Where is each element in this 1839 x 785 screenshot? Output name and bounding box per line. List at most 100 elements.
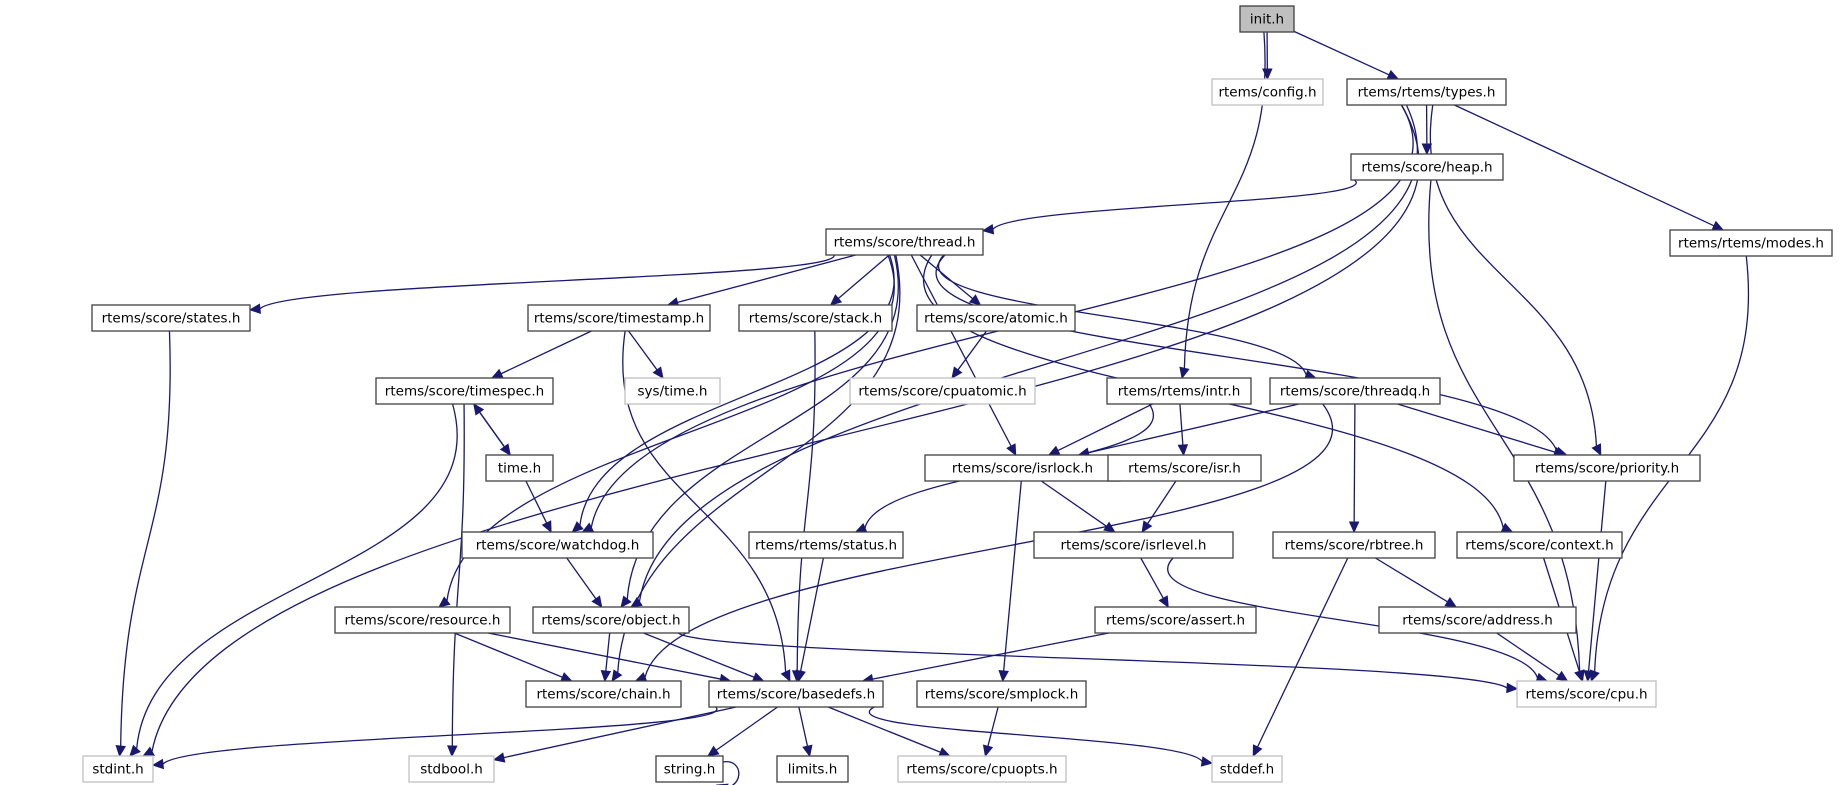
- node-systime[interactable]: sys/time.h: [624, 377, 721, 405]
- node-box: [1516, 680, 1657, 708]
- edge-line: [1140, 557, 1164, 599]
- node-label: init.h: [1250, 12, 1284, 28]
- node-isrlock[interactable]: rtems/score/isrlock.h: [924, 454, 1121, 482]
- node-time[interactable]: time.h: [485, 454, 554, 482]
- node-context[interactable]: rtems/score/context.h: [1456, 531, 1623, 559]
- arrowhead: [1506, 682, 1519, 694]
- edge-line: [451, 403, 465, 747]
- node-isr[interactable]: rtems/score/isr.h: [1107, 454, 1262, 482]
- node-init[interactable]: init.h: [1239, 5, 1295, 33]
- arrowhead: [600, 670, 612, 683]
- arrowhead: [1158, 595, 1169, 609]
- arrowhead: [1574, 669, 1585, 683]
- edge-line: [1167, 557, 1539, 679]
- node-timestamp[interactable]: rtems/score/timestamp.h: [527, 304, 711, 332]
- node-assert[interactable]: rtems/score/assert.h: [1094, 606, 1257, 634]
- node-stdint[interactable]: stdint.h: [82, 755, 154, 783]
- edge-line: [500, 330, 592, 375]
- edge-line: [957, 330, 987, 371]
- edge-thread-to-watchdog: [571, 254, 895, 533]
- arrowhead: [620, 595, 632, 608]
- node-box: [1107, 454, 1262, 482]
- node-watchdog[interactable]: rtems/score/watchdog.h: [461, 531, 654, 559]
- node-box: [334, 606, 511, 634]
- node-resource[interactable]: rtems/score/resource.h: [334, 606, 511, 634]
- node-label: rtems/rtems/types.h: [1358, 85, 1496, 101]
- node-box: [624, 377, 721, 405]
- arrowhead: [780, 669, 791, 683]
- node-isrlevel[interactable]: rtems/score/isrlevel.h: [1033, 531, 1234, 559]
- edge-line: [162, 703, 718, 765]
- node-box: [1269, 377, 1441, 405]
- node-stddef[interactable]: stddef.h: [1211, 755, 1283, 783]
- node-stdbool[interactable]: stdbool.h: [408, 755, 495, 783]
- node-label: rtems/score/stack.h: [749, 311, 882, 327]
- node-states[interactable]: rtems/score/states.h: [91, 304, 251, 332]
- edge-line: [1496, 632, 1560, 676]
- node-label: rtems/score/basedefs.h: [717, 687, 875, 703]
- node-priority[interactable]: rtems/score/priority.h: [1513, 454, 1701, 482]
- arrowhead: [1421, 143, 1433, 156]
- node-box: [525, 680, 682, 708]
- node-types[interactable]: rtems/rtems/types.h: [1346, 78, 1507, 106]
- node-box: [375, 377, 554, 405]
- node-heap[interactable]: rtems/score/heap.h: [1350, 153, 1504, 181]
- node-box: [748, 531, 904, 559]
- node-basedefs[interactable]: rtems/score/basedefs.h: [708, 680, 884, 708]
- node-stack[interactable]: rtems/score/stack.h: [738, 304, 893, 332]
- node-object[interactable]: rtems/score/object.h: [532, 606, 690, 634]
- arrowhead: [951, 366, 963, 379]
- node-limits[interactable]: limits.h: [776, 755, 849, 783]
- edge-thread-to-timestamp: [666, 254, 856, 308]
- node-label: string.h: [664, 762, 716, 778]
- node-box: [924, 454, 1121, 482]
- arrowhead: [795, 669, 806, 683]
- edge-thread-to-isrlock: [910, 254, 1017, 457]
- node-string[interactable]: string.h: [655, 755, 724, 783]
- arrowhead: [1177, 444, 1189, 457]
- node-address[interactable]: rtems/score/address.h: [1378, 606, 1577, 634]
- edge-line: [1057, 403, 1153, 452]
- edge-line: [987, 706, 999, 747]
- edge-line: [259, 249, 835, 310]
- node-box: [1346, 78, 1507, 106]
- node-timespec[interactable]: rtems/score/timespec.h: [375, 377, 554, 405]
- node-label: rtems/rtems/modes.h: [1678, 236, 1824, 252]
- node-thread[interactable]: rtems/score/thread.h: [825, 228, 984, 256]
- node-box: [916, 304, 1076, 332]
- node-cpuopts[interactable]: rtems/score/cpuopts.h: [897, 755, 1067, 783]
- edge-isrlevel-to-assert: [1140, 557, 1169, 609]
- node-box: [708, 680, 884, 708]
- node-rbtree[interactable]: rtems/score/rbtree.h: [1272, 531, 1436, 559]
- edge-basedefs-to-limits: [798, 706, 813, 758]
- node-smplock[interactable]: rtems/score/smplock.h: [916, 680, 1087, 708]
- node-status[interactable]: rtems/rtems/status.h: [748, 531, 904, 559]
- node-cpuatomic[interactable]: rtems/score/cpuatomic.h: [849, 377, 1036, 405]
- node-label: rtems/score/cpuatomic.h: [858, 384, 1026, 400]
- edge-line: [617, 254, 901, 673]
- edge-timespec-to-stdint: [129, 403, 458, 757]
- node-label: stdint.h: [92, 762, 143, 778]
- node-threadq[interactable]: rtems/score/threadq.h: [1269, 377, 1441, 405]
- edge-line: [837, 254, 890, 300]
- node-label: rtems/score/smplock.h: [925, 687, 1079, 703]
- edge-line: [722, 761, 740, 785]
- node-box: [1094, 606, 1257, 634]
- node-chain[interactable]: rtems/score/chain.h: [525, 680, 682, 708]
- edge-line: [1293, 30, 1390, 76]
- edge-line: [605, 632, 611, 672]
- node-config[interactable]: rtems/config.h: [1211, 78, 1324, 106]
- node-intr[interactable]: rtems/rtems/intr.h: [1106, 377, 1252, 405]
- node-atomic[interactable]: rtems/score/atomic.h: [916, 304, 1076, 332]
- edge-line: [1454, 104, 1715, 227]
- edge-line: [910, 254, 1012, 447]
- edge-rbtree-to-address: [1375, 557, 1458, 608]
- arrowhead: [571, 521, 584, 533]
- edge-line: [676, 625, 1508, 689]
- edge-init-to-types: [1293, 30, 1400, 80]
- node-modes[interactable]: rtems/rtems/modes.h: [1669, 229, 1833, 257]
- arrowhead: [611, 669, 623, 683]
- node-cpu[interactable]: rtems/score/cpu.h: [1516, 680, 1657, 708]
- node-label: rtems/score/atomic.h: [924, 311, 1068, 327]
- edge-object-to-cpu: [676, 625, 1519, 694]
